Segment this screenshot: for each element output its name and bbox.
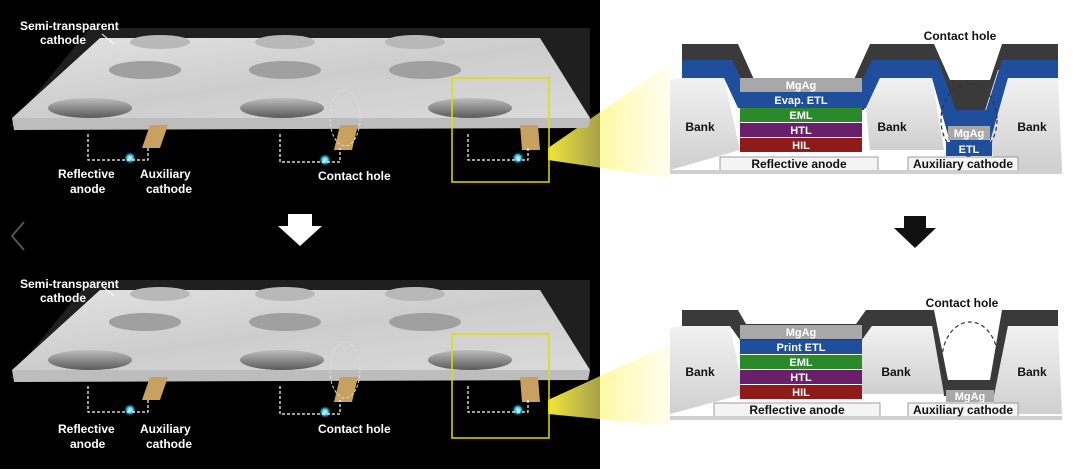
top-bank-right-label: Bank	[1017, 120, 1047, 134]
top-layer-htl-label: HTL	[790, 125, 812, 137]
top-layer-eml-label: EML	[789, 110, 813, 122]
bottom-layer-etl	[740, 340, 862, 354]
bottom-bank-mid-label: Bank	[881, 365, 911, 379]
bottom-layer-eml-label: EML	[789, 357, 813, 369]
bottom-layer-eml	[740, 355, 862, 369]
top-highlight-beam	[548, 64, 670, 178]
right-down-arrow-icon	[894, 216, 936, 248]
bottom-auxiliary-cathode-title: Auxiliary cathode	[913, 403, 1013, 417]
bottom-auxiliary-cathode-label-2: cathode	[146, 437, 192, 451]
top-layer-hil	[740, 138, 862, 152]
bottom-bank-right-label: Bank	[1017, 365, 1047, 379]
top-layer-stack: MgAg Evap. ETL EML HTL HIL MgAg ETL	[740, 78, 992, 156]
top-auxiliary-cathode-label-1: Auxiliary	[140, 167, 191, 181]
bottom-reflective-anode-label-2: anode	[70, 437, 106, 451]
top-reflective-anode-label-2: anode	[70, 182, 106, 196]
top-layer-etl	[740, 93, 862, 107]
bottom-contact-hole-label: Contact hole	[318, 422, 391, 436]
bottom-layer-htl-label: HTL	[790, 372, 812, 384]
top-layer-eml	[740, 108, 862, 122]
bottom-reflective-anode-title: Reflective anode	[749, 403, 845, 417]
top-highlight-box	[451, 77, 550, 183]
top-reflective-anode-label-1: Reflective	[58, 167, 115, 181]
bottom-layer-hil	[740, 385, 862, 399]
bottom-highlight-box	[451, 333, 550, 439]
top-auxiliary-cathode-label-2: cathode	[146, 182, 192, 196]
bottom-highlight-beam	[548, 344, 670, 426]
bottom-layer-hil-label: HIL	[792, 387, 810, 399]
top-auxiliary-cathode-title: Auxiliary cathode	[913, 157, 1013, 171]
left-down-arrow-icon	[278, 214, 322, 246]
bottom-semi-cathode-label-1: Semi-transparent	[20, 277, 119, 291]
bottom-left-panel	[10, 280, 590, 439]
bottom-layer-stack: MgAg Print ETL EML HTL HIL MgAg	[740, 325, 994, 403]
top-layer-etl-label: Evap. ETL	[774, 95, 827, 107]
top-left-panel	[10, 28, 590, 183]
top-contact-hole-title: Contact hole	[924, 29, 997, 43]
bottom-semi-cathode-label-2: cathode	[40, 291, 86, 305]
bottom-bank-left-label: Bank	[685, 365, 715, 379]
bottom-reflective-anode-label-1: Reflective	[58, 422, 115, 436]
top-hole-etl-label: ETL	[959, 144, 980, 156]
top-layer-hil-label: HIL	[792, 140, 810, 152]
top-hole-mgag-label: MgAg	[954, 128, 985, 140]
bottom-layer-mgag	[740, 325, 862, 339]
bottom-layer-htl	[740, 370, 862, 384]
bottom-auxiliary-cathode-label-1: Auxiliary	[140, 422, 191, 436]
bottom-contact-hole-title: Contact hole	[926, 296, 999, 310]
top-bank-left-label: Bank	[685, 120, 715, 134]
bottom-hole-mgag-label: MgAg	[955, 391, 986, 403]
top-semi-cathode-label-2: cathode	[40, 33, 86, 47]
prev-chevron-icon[interactable]	[10, 221, 25, 251]
top-layer-htl	[740, 123, 862, 137]
top-contact-hole-label: Contact hole	[318, 169, 391, 183]
top-bank-mid-label: Bank	[877, 120, 907, 134]
top-layer-mgag-label: MgAg	[786, 80, 817, 92]
bottom-layer-mgag-label: MgAg	[786, 327, 817, 339]
top-reflective-anode-title: Reflective anode	[751, 157, 847, 171]
bottom-layer-etl-label: Print ETL	[777, 342, 826, 354]
top-semi-cathode-label-1: Semi-transparent	[20, 19, 119, 33]
top-layer-mgag	[740, 78, 862, 92]
